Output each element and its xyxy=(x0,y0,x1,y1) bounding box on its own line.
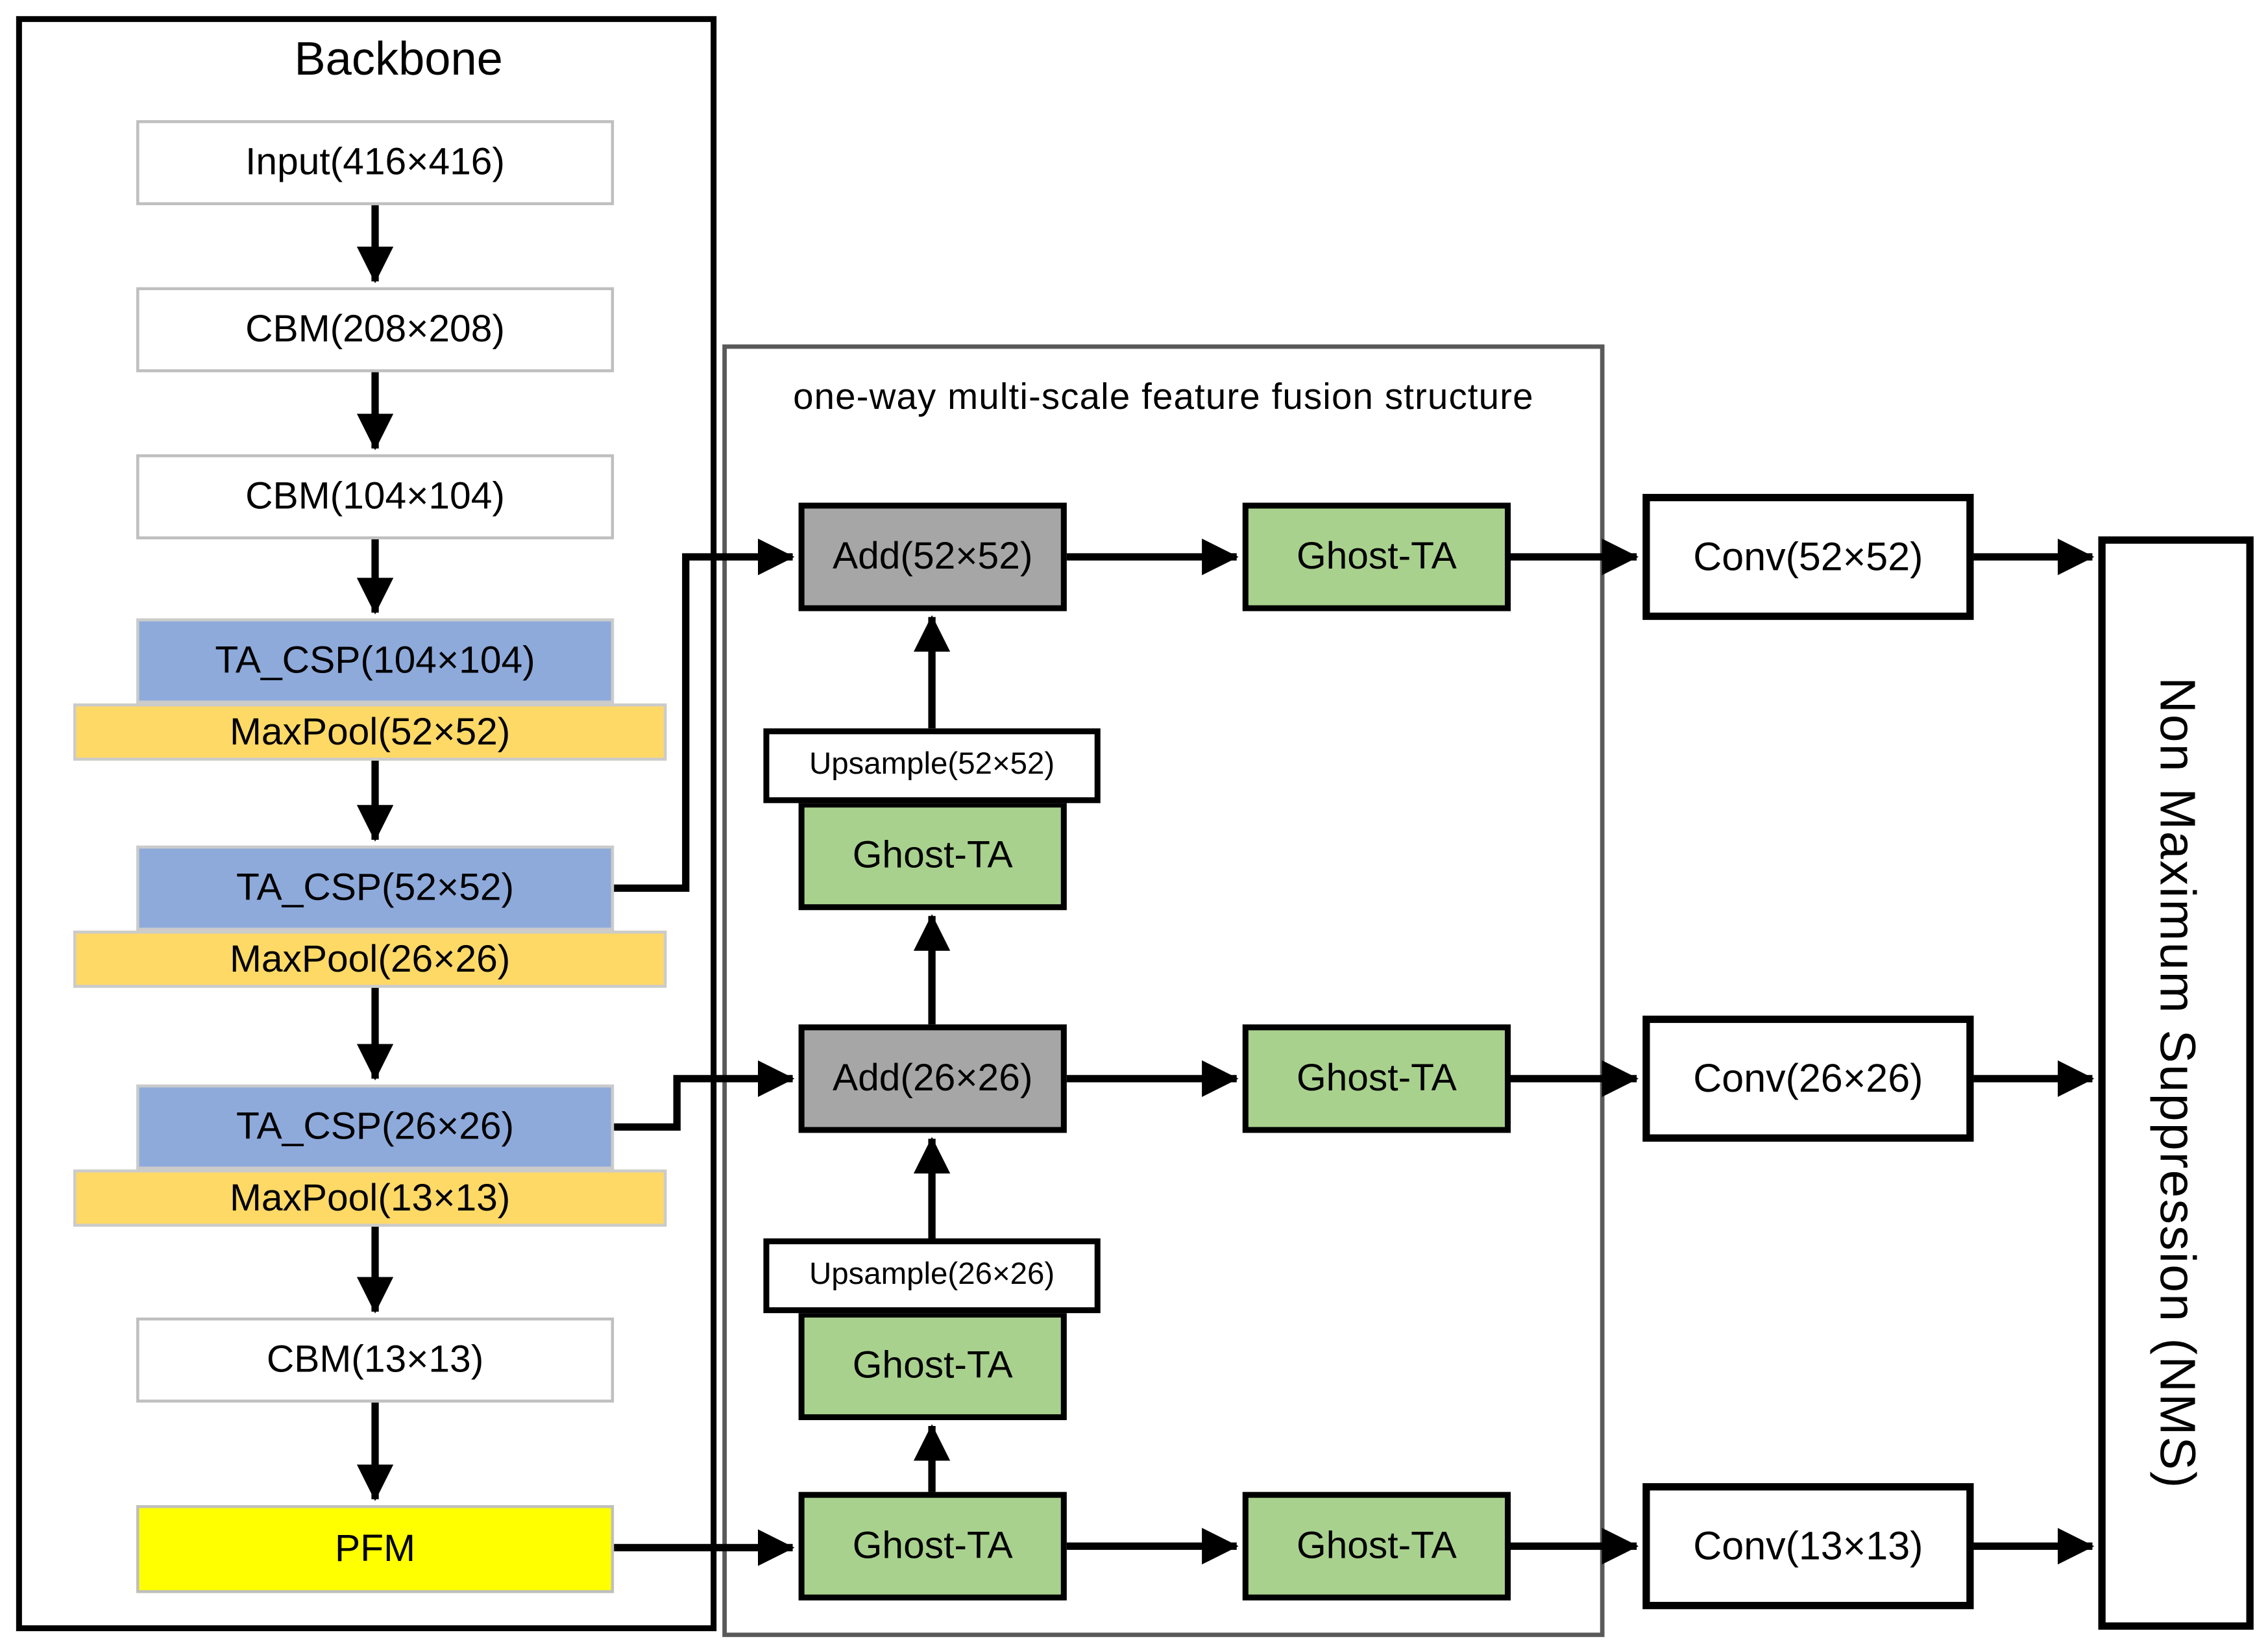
node-cbm-13: CBM(13×13) xyxy=(136,1317,615,1403)
node-tacsp-26: TA_CSP(26×26) xyxy=(136,1084,615,1170)
node-maxpool-52: MaxPool(52×52) xyxy=(73,703,667,761)
fusion-group-frame xyxy=(722,344,1605,1638)
node-upsample-26: Upsample(26×26) xyxy=(763,1238,1101,1314)
node-cbm-104: CBM(104×104) xyxy=(136,454,615,539)
node-ghost-ta-52: Ghost-TA xyxy=(1242,502,1511,611)
node-pfm: PFM xyxy=(136,1505,615,1593)
node-conv-52: Conv(52×52) xyxy=(1642,493,1974,620)
backbone-group-frame xyxy=(16,16,717,1632)
node-add-26: Add(26×26) xyxy=(798,1024,1067,1133)
node-upsample-52: Upsample(52×52) xyxy=(763,728,1101,804)
node-conv-13: Conv(13×13) xyxy=(1642,1483,1974,1610)
node-ghost-ta-13a: Ghost-TA xyxy=(798,1492,1067,1601)
node-maxpool-13: MaxPool(13×13) xyxy=(73,1169,667,1227)
fusion-title: one-way multi-scale feature fusion struc… xyxy=(793,376,1534,418)
node-ghost-ta-26: Ghost-TA xyxy=(1242,1024,1511,1133)
node-tacsp-104: TA_CSP(104×104) xyxy=(136,618,615,704)
node-maxpool-26: MaxPool(26×26) xyxy=(73,930,667,988)
node-ghost-ta-up26: Ghost-TA xyxy=(798,1311,1067,1421)
node-nms: Non Maximum Suppression (NMS) xyxy=(2098,536,2254,1630)
node-conv-26: Conv(26×26) xyxy=(1642,1015,1974,1142)
arrow-tacsp26-to-add26 xyxy=(614,1060,795,1131)
node-cbm-208: CBM(208×208) xyxy=(136,287,615,373)
node-ghost-ta-13b: Ghost-TA xyxy=(1242,1492,1511,1601)
node-add-52: Add(52×52) xyxy=(798,502,1067,611)
backbone-title: Backbone xyxy=(294,32,503,85)
node-ghost-ta-up52: Ghost-TA xyxy=(798,802,1067,911)
node-tacsp-52: TA_CSP(52×52) xyxy=(136,845,615,931)
arrow-tacsp52-to-add52 xyxy=(614,538,795,892)
node-input: Input(416×416) xyxy=(136,120,615,206)
